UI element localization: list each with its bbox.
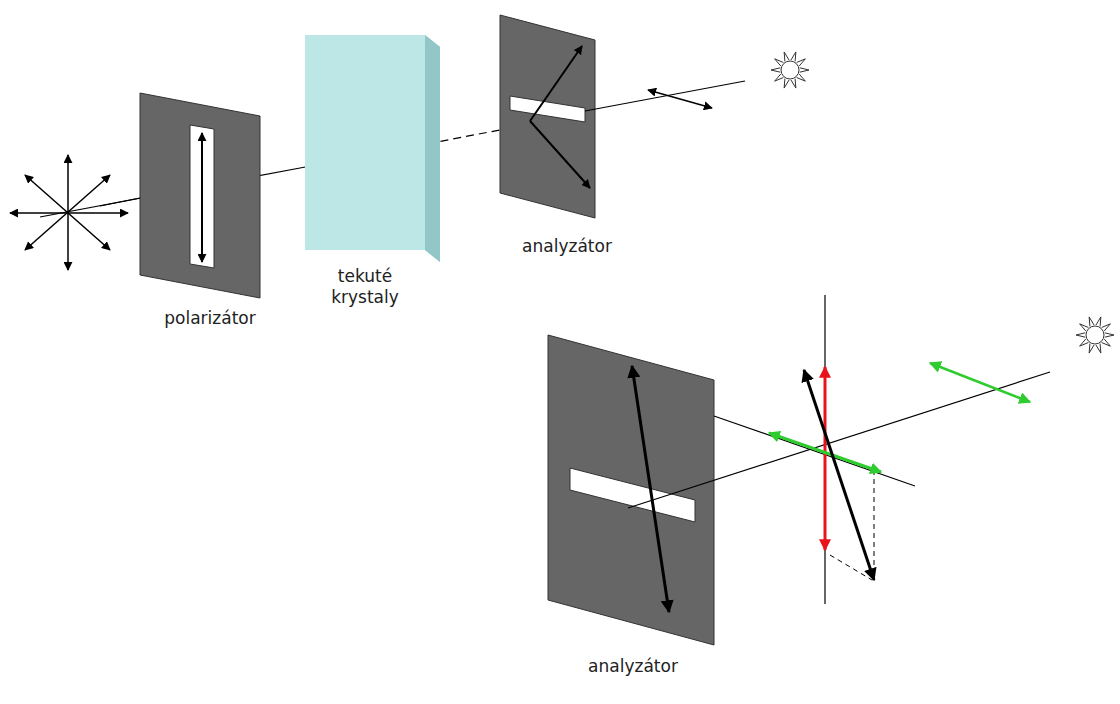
sun-ray [1089,344,1094,353]
sun-ray [771,68,780,72]
sun-ray [1096,317,1101,326]
part-label: analyzátor [588,656,678,677]
part-label: tekuté krystaly [310,266,420,309]
unpolarized-arrows [10,155,128,270]
sun-ray [784,79,789,88]
sun-ray [791,79,796,88]
polarization-arrow [648,90,712,108]
analyzer-plate [500,15,595,218]
sun-ray [791,52,796,61]
sun-ray [1089,317,1094,326]
light-source [1076,317,1114,353]
liquid-crystal-block [305,35,440,262]
light-beam [628,295,1050,604]
sun-ray [1096,344,1101,353]
polarization-vector [804,370,874,580]
sun-ray [1076,333,1085,337]
polarization-arrow [930,363,1030,402]
sun-disc [1086,326,1104,344]
part-label: polarizátor [164,308,255,329]
polarizer-plate [140,93,260,298]
sun-ray [800,68,809,72]
sun-ray [1105,333,1114,337]
sun-ray [784,52,789,61]
sun-disc [781,61,799,79]
light-source [771,52,809,88]
light-beam [100,198,140,206]
light-beam [585,81,745,111]
part-label: analyzátor [522,236,612,257]
vertical-component [824,367,827,550]
horizontal-component [769,433,881,472]
analyzer-plate [548,335,714,645]
